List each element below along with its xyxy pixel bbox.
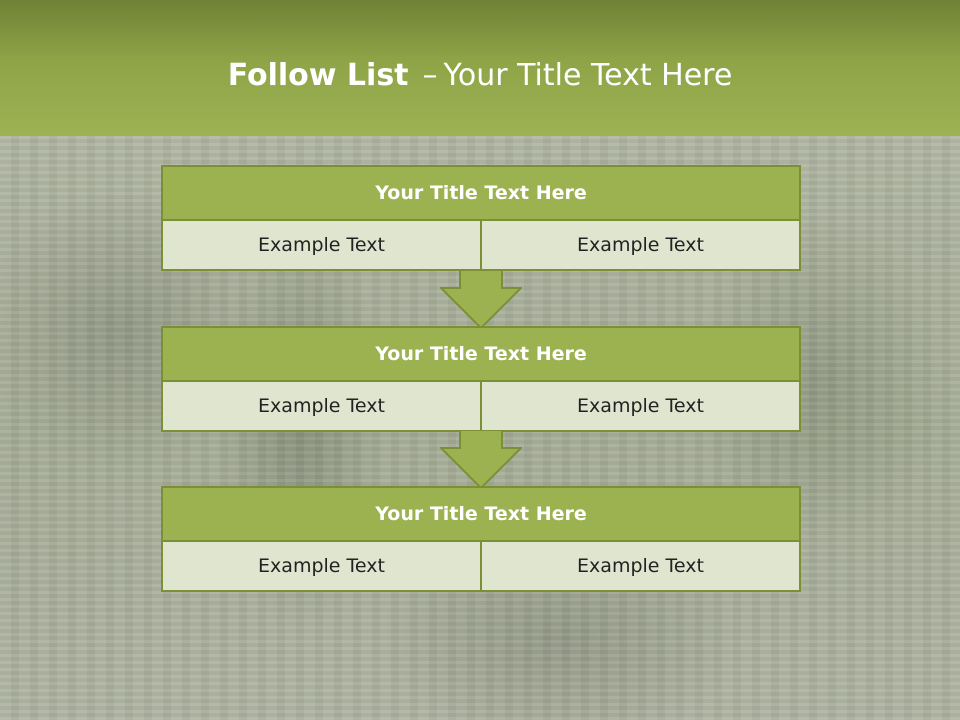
step-row: Example Text Example Text (161, 221, 801, 271)
title-separator: – (422, 58, 438, 93)
step-cell-right: Example Text (480, 542, 799, 590)
title-bar: Follow List–Your Title Text Here (0, 0, 960, 136)
title-bold: Follow List (227, 58, 409, 93)
step-cell-left: Example Text (163, 542, 480, 590)
step-block-1: Your Title Text Here Example Text Exampl… (161, 165, 801, 271)
down-arrow-icon (440, 430, 522, 490)
step-cell-left: Example Text (163, 382, 480, 430)
step-row: Example Text Example Text (161, 382, 801, 432)
title-rest: Your Title Text Here (443, 58, 733, 93)
step-title: Your Title Text Here (161, 165, 801, 221)
step-cell-right: Example Text (480, 382, 799, 430)
step-cell-right: Example Text (480, 221, 799, 269)
step-row: Example Text Example Text (161, 542, 801, 592)
step-cell-left: Example Text (163, 221, 480, 269)
step-title: Your Title Text Here (161, 326, 801, 382)
step-block-3: Your Title Text Here Example Text Exampl… (161, 486, 801, 592)
step-block-2: Your Title Text Here Example Text Exampl… (161, 326, 801, 432)
down-arrow-icon (440, 270, 522, 330)
step-title: Your Title Text Here (161, 486, 801, 542)
slide-title: Follow List–Your Title Text Here (0, 54, 960, 98)
